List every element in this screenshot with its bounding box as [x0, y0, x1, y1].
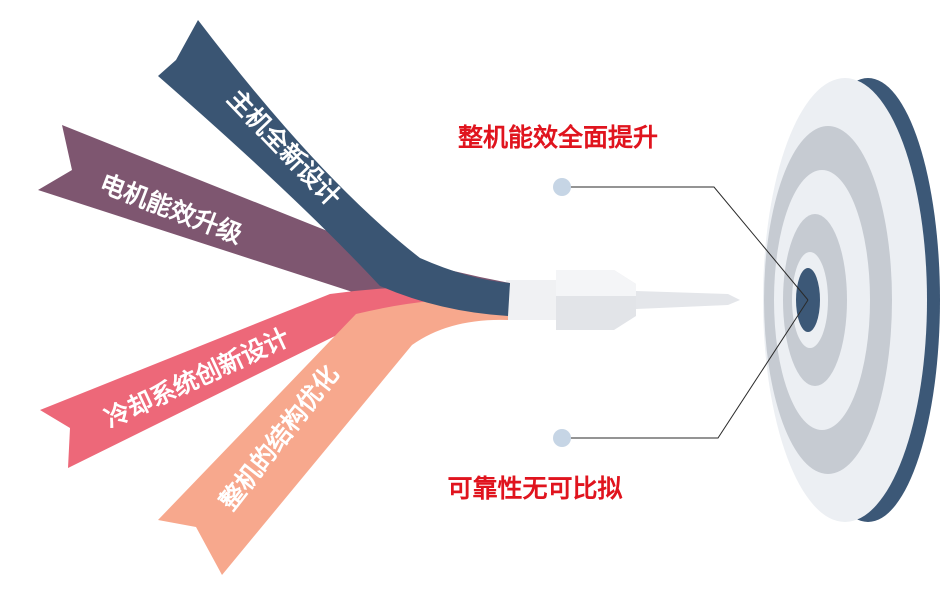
ribbon-structure: [158, 297, 508, 575]
ribbon-host: [158, 20, 510, 316]
arrow-collar: [506, 280, 558, 320]
arrow: [506, 270, 740, 330]
callout-top: 整机能效全面提升: [458, 123, 658, 152]
arrow-head-highlight: [556, 270, 636, 296]
arrow-tip: [636, 291, 740, 309]
leader-line-top: [562, 186, 809, 301]
callout-bottom: 可靠性无可比拟: [447, 474, 622, 503]
leader-line-bottom: [562, 299, 809, 439]
ribbon-cooling: [40, 286, 508, 468]
callout-lines: [553, 178, 809, 447]
target: [763, 78, 940, 522]
callout-dot-top: [553, 178, 571, 196]
callout-dot-bottom: [553, 429, 571, 447]
ribbons: [38, 20, 510, 575]
